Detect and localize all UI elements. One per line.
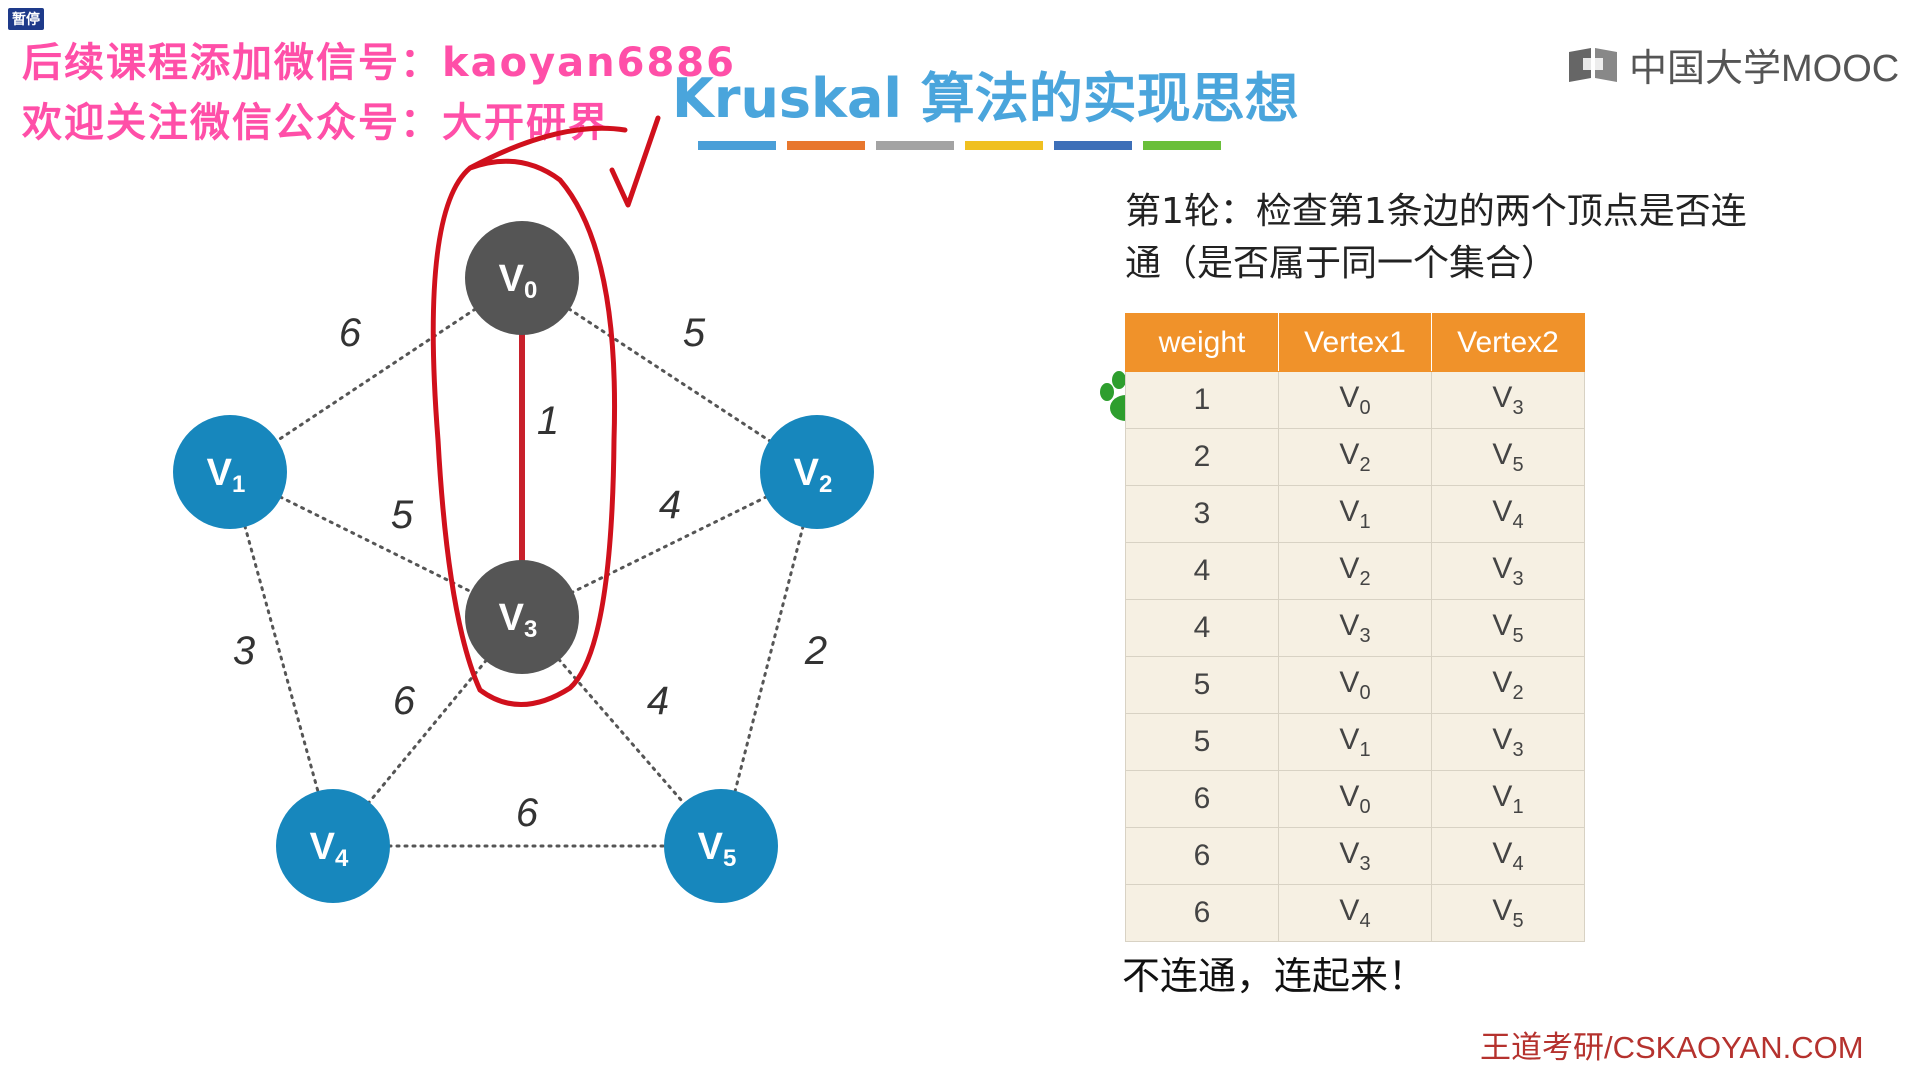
cell-vertex2: V5 [1431,884,1585,942]
cell-vertex2: V5 [1431,428,1585,486]
cell-weight: 6 [1125,827,1279,885]
cell-vertex2: V1 [1431,770,1585,828]
node-circle [465,221,579,335]
book-icon [1569,48,1617,82]
cell-vertex1: V0 [1278,770,1432,828]
edge-weight-label: 2 [804,629,827,673]
cell-vertex2: V4 [1431,485,1585,543]
cell-vertex1: V3 [1278,599,1432,657]
cell-weight: 5 [1125,656,1279,714]
node-label: V1 [207,452,246,498]
node-v0: V0 [465,221,579,335]
cell-weight: 4 [1125,542,1279,600]
cell-weight: 1 [1125,371,1279,429]
node-circle [276,789,390,903]
title-color-bar [1054,141,1132,150]
round-description: 第1轮：检查第1条边的两个顶点是否连通（是否属于同一个集合） [1125,191,1747,284]
watermark-wechat-id: 后续课程添加微信号：kaoyan6886 [22,40,736,86]
checkmark-annotation [609,115,661,208]
edge-table-header-row: weight Vertex1 Vertex2 [1125,313,1585,372]
header-weight: weight [1125,313,1279,372]
node-v3: V3 [465,560,579,674]
node-label: V2 [794,452,833,498]
mooc-logo: 中国大学MOOC [1565,42,1899,90]
edge-v0-v2 [520,276,819,474]
cell-vertex1: V1 [1278,485,1432,543]
selection-loop-annotation [430,125,628,707]
edge-weight-label: 6 [516,791,539,835]
cell-vertex1: V0 [1278,656,1432,714]
node-circle [173,415,287,529]
header-vertex2: Vertex2 [1431,313,1585,372]
node-label: V0 [499,258,538,304]
cell-weight: 2 [1125,428,1279,486]
edge-v0-v1 [228,276,524,474]
cell-vertex1: V0 [1278,371,1432,429]
edge-weight-label: 4 [647,679,669,723]
title-color-bar [787,141,865,150]
cell-vertex1: V1 [1278,713,1432,771]
edge-weight-label: 4 [659,483,681,527]
cell-vertex1: V4 [1278,884,1432,942]
cell-vertex2: V3 [1431,371,1585,429]
cell-vertex2: V3 [1431,713,1585,771]
cell-vertex2: V2 [1431,656,1585,714]
node-v4: V4 [276,789,390,903]
cell-vertex2: V3 [1431,542,1585,600]
edge-weight-label: 3 [233,629,255,673]
node-v1: V1 [173,415,287,529]
edge-v1-v4 [228,470,335,848]
footer-brand: 王道考研/CSKAOYAN.COM [1480,1030,1864,1065]
edge-weight-label: 1 [537,399,559,443]
highlight-layer [430,115,661,707]
result-note: 不连通，连起来！ [1122,954,1427,998]
edge-v2-v5 [719,470,819,848]
title-color-bar [698,141,776,150]
cell-vertex1: V2 [1278,428,1432,486]
slide-title: Kruskal 算法的实现思想 [672,67,1299,130]
title-color-bar [965,141,1043,150]
node-circle [465,560,579,674]
node-circle [760,415,874,529]
title-color-bar [876,141,954,150]
cell-weight: 6 [1125,770,1279,828]
cell-weight: 6 [1125,884,1279,942]
edge-weight-label: 5 [391,493,414,537]
title-color-bar [1143,141,1221,150]
node-label: V3 [499,597,538,643]
logo-text: 中国大学MOOC [1629,47,1900,90]
node-circle [664,789,778,903]
cell-vertex1: V2 [1278,542,1432,600]
cell-weight: 4 [1125,599,1279,657]
paused-badge: 暂停 [8,8,44,30]
cell-weight: 3 [1125,485,1279,543]
watermark-public-account: 欢迎关注微信公众号：大开研界 [22,100,610,146]
cell-weight: 5 [1125,713,1279,771]
edge-weight-label: 6 [393,679,416,723]
node-v5: V5 [664,789,778,903]
cell-vertex1: V3 [1278,827,1432,885]
edge-weight-label: 5 [683,311,706,355]
edge-weight-label: 6 [339,311,362,355]
node-label: V4 [310,826,349,872]
cell-vertex2: V5 [1431,599,1585,657]
node-v2: V2 [760,415,874,529]
cell-vertex2: V4 [1431,827,1585,885]
header-vertex1: Vertex1 [1278,313,1432,372]
node-label: V5 [698,826,737,872]
